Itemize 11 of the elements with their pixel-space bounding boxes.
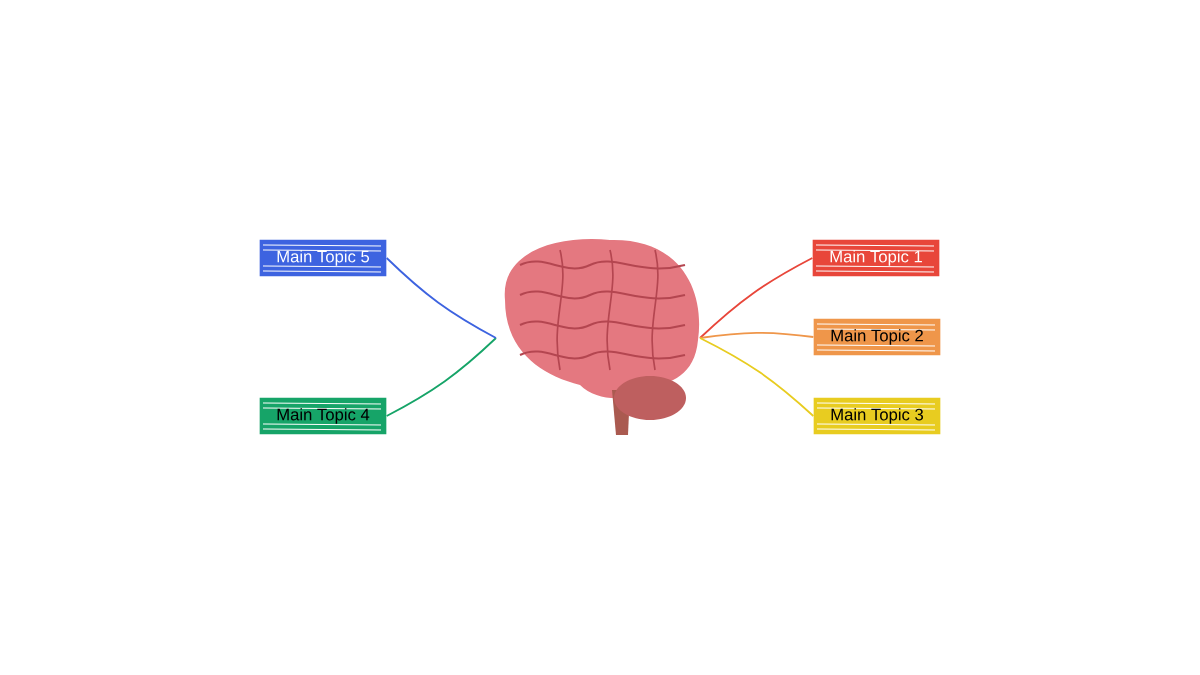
topic-box: Main Topic 4 bbox=[259, 397, 387, 435]
connector-line bbox=[699, 257, 814, 339]
topic-box: Main Topic 1 bbox=[812, 239, 940, 277]
connector-line bbox=[699, 337, 815, 417]
connector-line bbox=[385, 337, 497, 417]
brain-drawing bbox=[505, 239, 700, 435]
topic-box: Main Topic 2 bbox=[813, 318, 941, 356]
connector-line bbox=[699, 331, 815, 339]
connector-line bbox=[385, 257, 497, 339]
topic-box: Main Topic 5 bbox=[259, 239, 387, 277]
topic-box: Main Topic 3 bbox=[813, 397, 941, 435]
